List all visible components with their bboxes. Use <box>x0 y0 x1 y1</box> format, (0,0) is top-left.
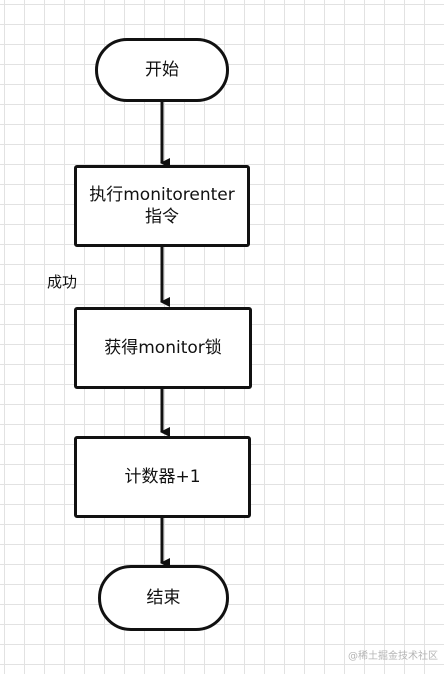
acquire-label: 获得monitor锁 <box>104 338 222 358</box>
exec-monitorenter-node: 执行monitorenter 指令 <box>74 165 250 247</box>
start-node: 开始 <box>95 38 229 102</box>
exec-label-line1: 执行monitorenter <box>89 185 235 205</box>
counter-increment-node: 计数器+1 <box>74 436 251 518</box>
start-label: 开始 <box>145 60 179 80</box>
counter-label: 计数器+1 <box>124 467 201 487</box>
acquire-monitor-lock-node: 获得monitor锁 <box>74 307 252 389</box>
edge-label-success: 成功 <box>47 273 78 291</box>
watermark: @稀土掘金技术社区 <box>348 651 438 662</box>
end-node: 结束 <box>98 565 229 631</box>
exec-label-line2: 指令 <box>145 207 179 227</box>
end-label: 结束 <box>146 588 181 608</box>
